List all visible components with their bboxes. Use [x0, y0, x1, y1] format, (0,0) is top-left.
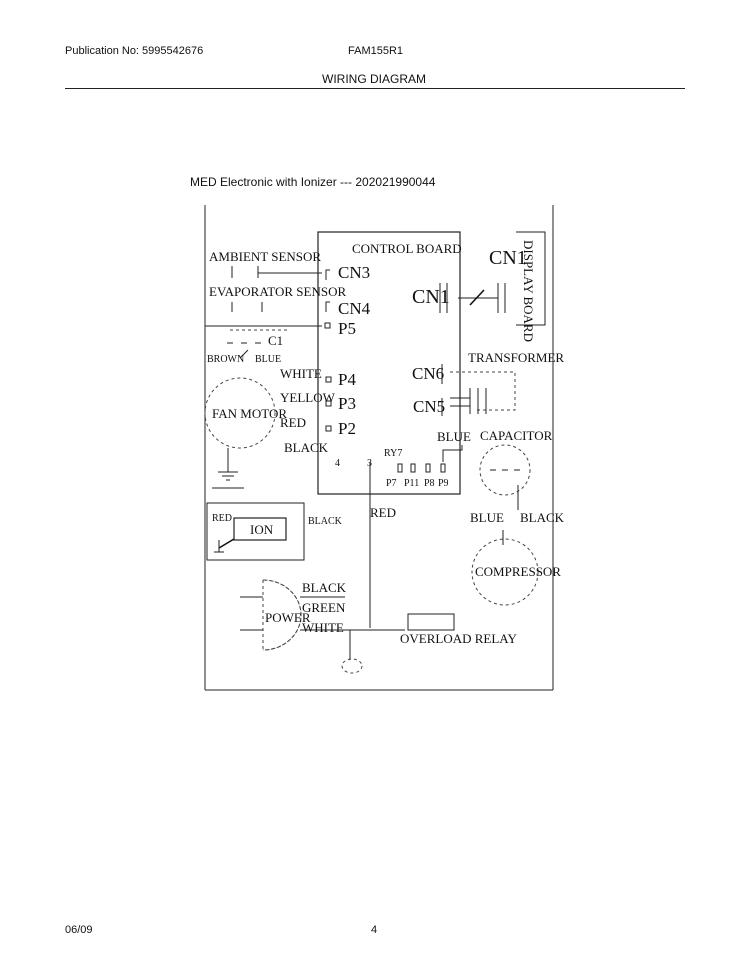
cn3-pin [325, 269, 330, 280]
evaporator-sensor-label: EVAPORATOR SENSOR [209, 284, 346, 299]
fan-motor [204, 377, 276, 449]
wire-yellow-fan: YELLOW [280, 390, 336, 405]
pin-4: 4 [335, 458, 340, 469]
connector-p5: P5 [338, 319, 356, 338]
pin-p7: P7 [386, 478, 397, 489]
pin-p9: P9 [438, 478, 449, 489]
capacitor-label: CAPACITOR [480, 428, 553, 443]
publication-number: Publication No: 5995542676 [65, 45, 204, 57]
p4-pin [325, 376, 332, 383]
pin-p8: P8 [424, 478, 435, 489]
power-label: POWER [265, 610, 311, 625]
relay-ry7: RY7 [384, 448, 402, 459]
wire-blue-c1: BLUE [255, 354, 281, 365]
ion-label: ION [250, 522, 274, 537]
connector-p3: P3 [338, 394, 356, 413]
connector-cn1-board: CN1 [412, 286, 450, 308]
wire-blue-comp: BLUE [470, 510, 504, 525]
connector-cn5: CN5 [413, 397, 445, 416]
section-title: WIRING DIAGRAM [322, 72, 426, 86]
wire-blue-p9: BLUE [437, 429, 471, 444]
control-board-label: CONTROL BOARD [352, 241, 462, 256]
wire-black-power: BLACK [302, 580, 347, 595]
connector-p4: P4 [338, 370, 356, 389]
ion-module [233, 517, 287, 541]
wire-black-comp: BLACK [520, 510, 565, 525]
diagram-frame [204, 205, 554, 691]
wire-red-mid: RED [370, 505, 396, 520]
display-board [516, 231, 546, 326]
ambient-sensor-label: AMBIENT SENSOR [209, 249, 321, 264]
overload-relay-label: OVERLOAD RELAY [400, 631, 517, 646]
header-rule [65, 88, 685, 89]
connector-cn1-display: CN1 [489, 247, 527, 269]
wire-black-fan: BLACK [284, 440, 329, 455]
display-board-label: DISPLAY BOARD [521, 240, 536, 342]
connector-cn4: CN4 [338, 299, 371, 318]
footer-date: 06/09 [65, 924, 93, 936]
compressor [471, 538, 539, 606]
wire-white-fan: WHITE [280, 366, 322, 381]
wire-green-power: GREEN [302, 600, 346, 615]
fan-motor-label: FAN MOTOR [212, 406, 287, 421]
ion-frame [206, 502, 305, 561]
overload-relay [407, 613, 455, 631]
capacitor [479, 444, 531, 496]
p5-pin [324, 322, 331, 329]
cn4-pin [325, 301, 330, 312]
control-board [317, 231, 461, 495]
wire-red-ion: RED [212, 513, 232, 524]
wire-black-ion: BLACK [308, 516, 343, 527]
p2-pin [325, 425, 332, 432]
compressor-label: COMPRESSOR [475, 564, 561, 579]
connector-p2: P2 [338, 419, 356, 438]
connector-cn3: CN3 [338, 263, 370, 282]
model-number: FAM155R1 [348, 45, 404, 57]
wire-red-fan: RED [280, 415, 306, 430]
pin-p11: P11 [404, 478, 419, 489]
page-number: 4 [371, 924, 378, 936]
connector-cn6: CN6 [412, 364, 444, 383]
transformer-label: TRANSFORMER [468, 350, 564, 365]
p3-pin [325, 400, 332, 407]
capacitor-c1-label: C1 [268, 333, 283, 348]
diagram-subtitle: MED Electronic with Ionizer --- 20202199… [190, 175, 436, 189]
wire-brown: BROWN [207, 354, 244, 365]
wire-white-power: WHITE [302, 620, 344, 635]
